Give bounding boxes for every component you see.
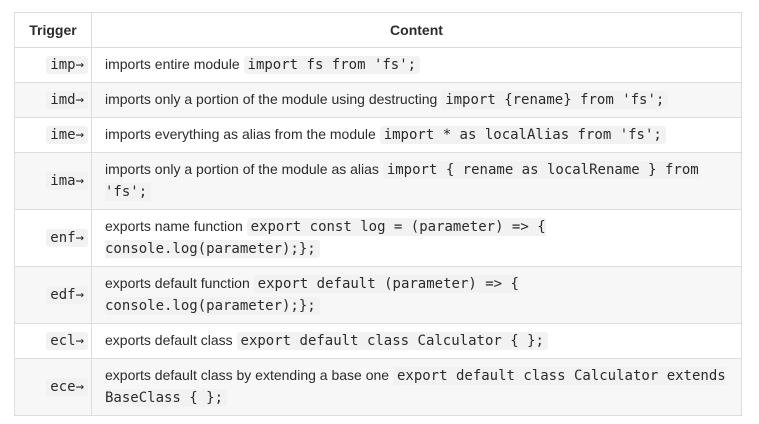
table-row: ime→ imports everything as alias from the…	[14, 117, 742, 153]
trigger-snippet: enf→	[46, 229, 88, 247]
content-cell: imports only a portion of the module as …	[91, 152, 742, 210]
code-snippet: export default class Calculator { };	[236, 332, 548, 350]
trigger-cell: edf→	[14, 266, 92, 324]
content-cell: imports entire module import fs from 'fs…	[91, 47, 742, 83]
content-text: exports name function	[105, 218, 247, 234]
content-text: imports only a portion of the module usi…	[105, 91, 442, 107]
content-text: imports only a portion of the module as …	[105, 161, 383, 177]
trigger-snippet: ece→	[46, 378, 88, 396]
table-body: imp→imports entire module import fs from…	[14, 47, 742, 416]
table-row: imp→imports entire module import fs from…	[14, 47, 742, 83]
trigger-snippet: ecl→	[46, 332, 88, 350]
trigger-cell: ece→	[14, 358, 92, 416]
content-cell: exports name function export const log =…	[91, 209, 742, 267]
trigger-snippet: edf→	[46, 286, 88, 304]
content-text: exports default class	[105, 332, 237, 348]
content-text: imports entire module	[105, 56, 244, 72]
trigger-snippet: imd→	[46, 91, 88, 109]
table-row: edf→exports default function export defa…	[14, 266, 742, 324]
content-text: imports everything as alias from the mod…	[105, 126, 380, 142]
table-row: imd→ imports only a portion of the module…	[14, 82, 742, 118]
content-cell: imports only a portion of the module usi…	[91, 82, 742, 118]
trigger-cell: imp→	[14, 47, 92, 83]
trigger-cell: ime→	[14, 117, 92, 153]
column-header-trigger: Trigger	[14, 12, 92, 48]
table-row: enf→exports name function export const l…	[14, 209, 742, 267]
code-snippet: import {rename} from 'fs';	[441, 91, 669, 109]
snippet-table: Trigger Content imp→imports entire modul…	[14, 12, 742, 416]
table-row: ima→ imports only a portion of the module…	[14, 152, 742, 210]
content-cell: exports default class by extending a bas…	[91, 358, 742, 416]
content-text: exports default class by extending a bas…	[105, 367, 393, 383]
header-row: Trigger Content	[14, 12, 742, 48]
code-snippet: import fs from 'fs';	[243, 56, 421, 74]
trigger-cell: enf→	[14, 209, 92, 267]
content-cell: exports default function export default …	[91, 266, 742, 324]
table-row: ece→ exports default class by extending a…	[14, 358, 742, 416]
table-header: Trigger Content	[14, 12, 742, 48]
trigger-snippet: imp→	[46, 56, 88, 74]
code-snippet: import * as localAlias from 'fs';	[379, 126, 666, 144]
table-row: ecl→exports default class export default…	[14, 323, 742, 359]
trigger-cell: imd→	[14, 82, 92, 118]
column-header-content: Content	[91, 12, 742, 48]
content-text: exports default function	[105, 275, 254, 291]
trigger-cell: ima→	[14, 152, 92, 210]
content-cell: exports default class export default cla…	[91, 323, 742, 359]
trigger-cell: ecl→	[14, 323, 92, 359]
trigger-snippet: ime→	[46, 126, 88, 144]
trigger-snippet: ima→	[46, 172, 88, 190]
content-cell: imports everything as alias from the mod…	[91, 117, 742, 153]
